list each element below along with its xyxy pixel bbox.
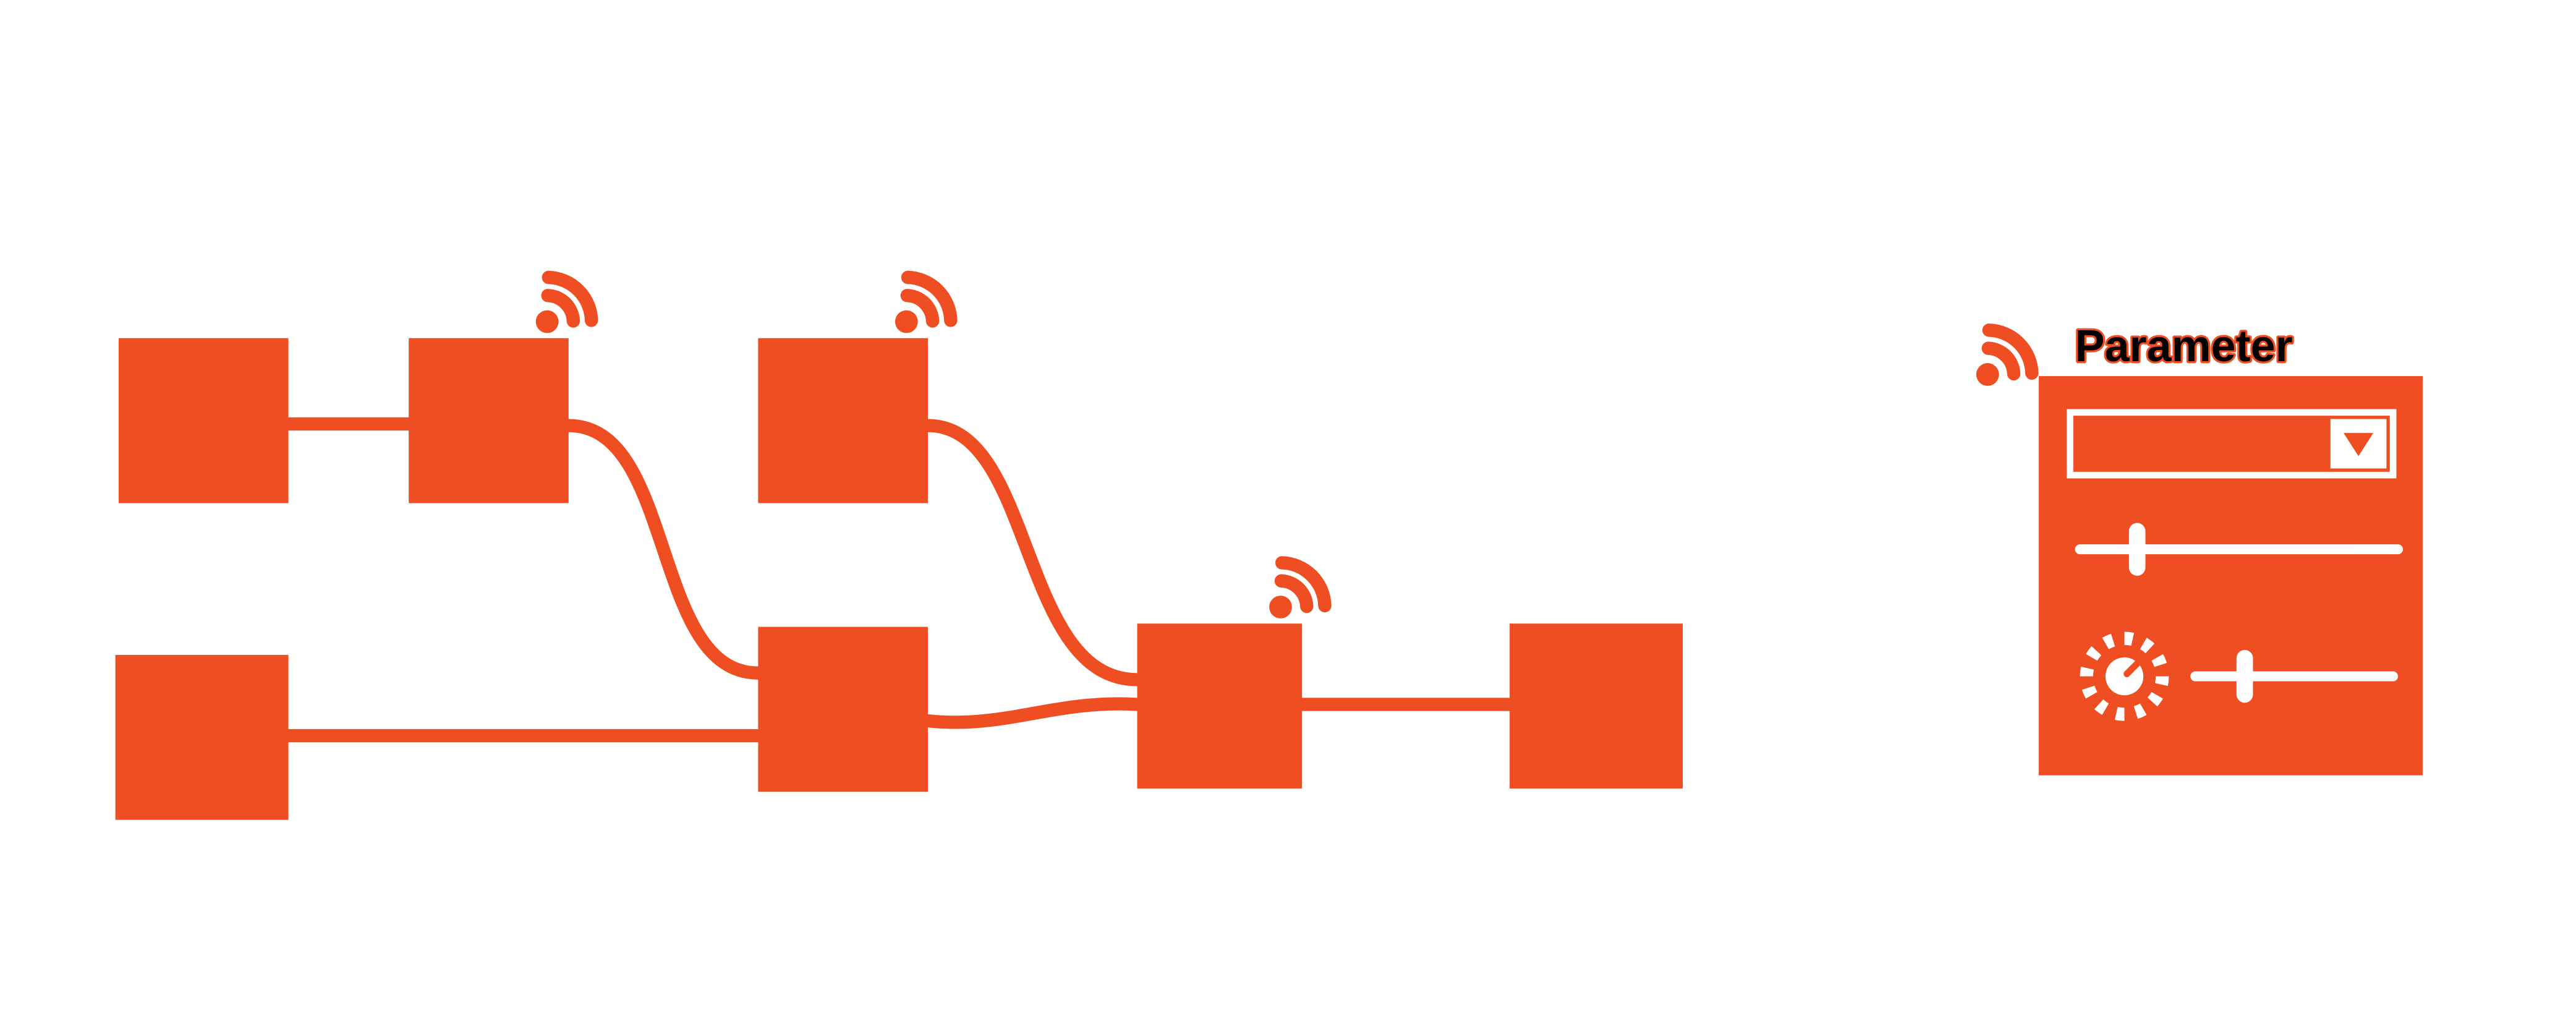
wifi-icon-parameter (1976, 323, 2039, 386)
wifi-icon-device-node-2 (535, 270, 598, 333)
slider-2-handle[interactable] (2236, 649, 2253, 703)
parameter-label: Parameter (2075, 322, 2293, 371)
knob-indicator (2123, 659, 2141, 677)
parameter-panel-group: Parameter (1976, 320, 2423, 776)
device-node-6 (1137, 623, 1303, 789)
knob-rays (2080, 631, 2169, 721)
dropdown-select[interactable] (2067, 409, 2397, 479)
device-node-3 (758, 338, 928, 503)
device-node-7 (1510, 623, 1683, 789)
panel-wifi-anchor (1976, 323, 2039, 386)
edge-5-6 (921, 697, 1144, 729)
device-node-1 (118, 338, 289, 503)
device-node-5 (758, 627, 928, 792)
dropdown-arrow-icon (2344, 433, 2374, 456)
edge-3-6 (921, 419, 1144, 687)
device-network-layer (115, 270, 1683, 820)
dimmer-knob-icon[interactable] (2080, 631, 2169, 721)
dropdown-field[interactable] (2067, 409, 2397, 479)
device-node-4 (115, 654, 289, 820)
device-node-2 (409, 338, 569, 503)
slider-1-handle[interactable] (2128, 523, 2146, 576)
edge-2-5 (562, 419, 765, 680)
wifi-icon-device-node-6 (1269, 556, 1332, 618)
wifi-icon-device-node-3 (895, 270, 958, 333)
